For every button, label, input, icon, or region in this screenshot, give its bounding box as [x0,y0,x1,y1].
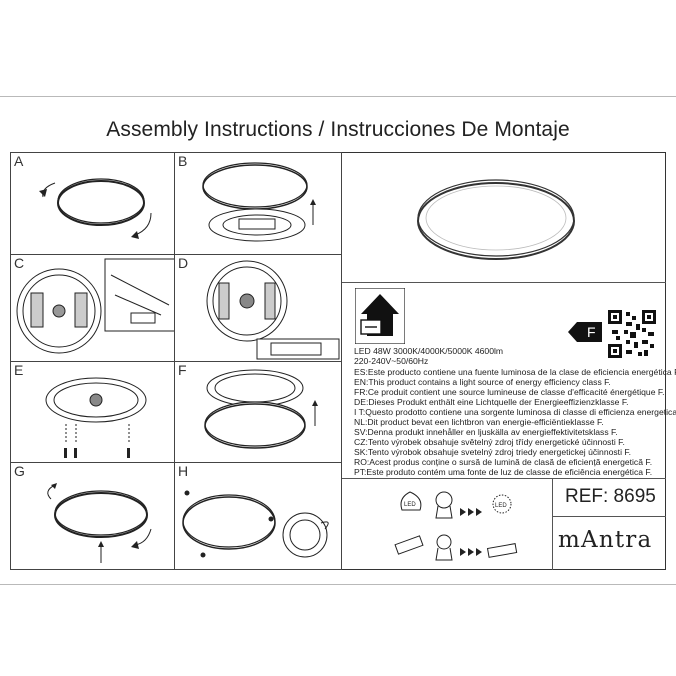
statement-fr: FR:Ce produit contient une source lumine… [354,387,665,397]
wiring-illustration [16,258,174,354]
panel-label-c: C [14,255,25,271]
panel-a: A [10,152,175,255]
statement-sk: SK:Tento výrobok obsahuje svetelný zdroj… [354,447,632,457]
spec-line-1: LED 48W 3000K/4000K/5000K 4600lm [354,346,504,356]
led-replace-icon-row: LED LED [400,491,512,519]
spec-line-2: 220-240V~50/60Hz [354,356,429,366]
driver-icon [394,535,424,555]
panel-d: D [174,254,342,362]
bottom-divider [342,478,666,479]
right-divider [342,282,666,283]
panel-label-b: B [178,153,188,169]
ref-brand-divider [552,516,666,517]
panel-g: G [10,462,175,570]
statement-cz: CZ:Tento výrobek obsahuje světelný zdroj… [354,437,625,447]
top-rule [0,96,676,97]
statement-pt: PT:Este produto contém uma fonte de luz … [354,467,653,477]
statement-en: EN:This product contains a light source … [354,377,611,387]
statement-sv: SV:Denna produkt innehåller en ljuskälla… [354,427,618,437]
panel-label-h: H [178,463,189,479]
qr-code-icon [608,310,656,358]
attach-diffuser-illustration [204,369,318,449]
statement-nl: NL:Dit product bevat een lichtbron van e… [354,417,604,427]
hand-icon [435,491,453,519]
svg-text:LED: LED [404,502,416,508]
driver-icon [486,543,518,558]
panel-label-g: G [14,463,25,479]
tighten-cover-illustration [182,490,329,558]
panel-label-a: A [14,153,24,169]
mount-base-illustration [45,377,147,458]
svg-text:LED: LED [495,503,507,509]
remove-diffuser-illustration [202,162,316,242]
energy-class-badge: F [568,322,602,342]
panel-label-f: F [178,362,187,378]
panel-c: C [10,254,175,362]
arrow-right-icon [460,548,482,556]
brand-logo: mAntra [558,527,653,553]
rotate-cover-illustration [39,178,152,239]
panel-f: F [174,361,342,463]
panel-label-e: E [14,362,24,378]
panel-e: E [10,361,175,463]
lock-cover-illustration [47,483,152,563]
bottom-rule [0,584,676,585]
hand-icon [435,534,453,561]
panel-b: B [174,152,342,255]
panel-label-d: D [178,255,189,271]
lamp-icon [417,179,575,260]
driver-replace-icon-row [394,534,518,561]
statement-de: DE:Dieses Produkt enthält eine Lichtquel… [354,397,629,407]
led-bulb-icon: LED [400,491,422,511]
led-icon: LED [492,494,512,514]
page-title: Assembly Instructions / Instrucciones De… [106,118,570,141]
indoor-house-icon [355,288,405,344]
panel-h: H [174,462,342,570]
statement-ro: RO:Acest produs conține o sursă de lumin… [354,457,653,467]
arrow-right-icon [460,508,482,516]
ref-divider [552,478,553,570]
ref-number: REF: 8695 [565,486,656,507]
statement-it: I T:Questo prodotto contiene una sorgent… [354,407,676,417]
energy-class-letter: F [587,324,596,340]
base-connection-illustration [206,260,340,360]
statement-es: ES:Este producto contiene una fuente lum… [354,367,676,377]
